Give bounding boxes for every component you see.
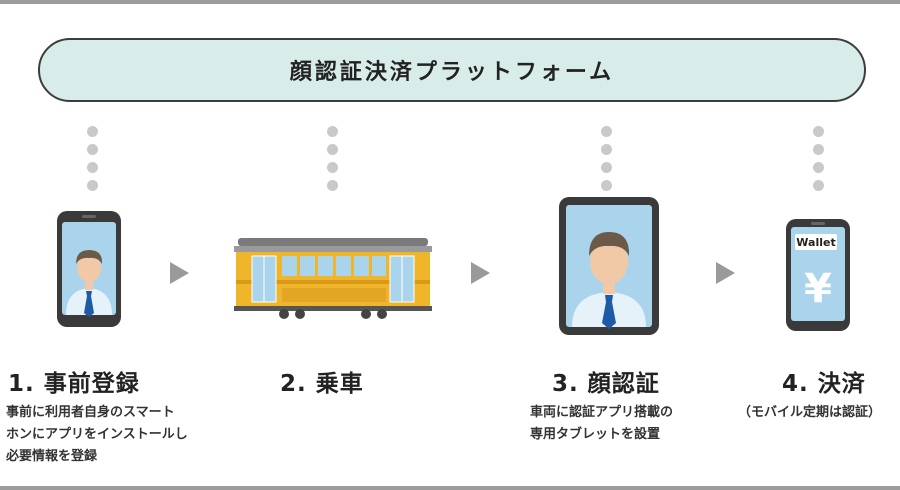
- yen-symbol: ¥: [804, 266, 832, 312]
- step-1-desc: 事前に利用者自身のスマート ホンにアプリをインストールし 必要情報を登録: [6, 402, 188, 468]
- connector-dots-1: [85, 126, 99, 198]
- step-1-title: 1. 事前登録: [8, 371, 140, 397]
- step-2-title: 2. 乗車: [280, 371, 364, 397]
- arrow-2-icon: [471, 262, 490, 284]
- wallet-label: Wallet: [796, 236, 835, 249]
- step-3-desc-line: 専用タブレットを設置: [530, 427, 661, 442]
- platform-label: 顔認証決済プラットフォーム: [289, 60, 615, 85]
- bottom-border: [0, 486, 900, 490]
- step-1-desc-line: ホンにアプリをインストールし: [6, 427, 188, 442]
- connector-dots-4: [811, 126, 825, 198]
- tablet-person-icon: [559, 197, 659, 335]
- step-4-desc: （モバイル定期は認証）: [738, 402, 881, 424]
- step-4-desc-line: （モバイル定期は認証）: [738, 405, 882, 420]
- step-1-desc-line: 必要情報を登録: [6, 449, 98, 464]
- connector-dots-3: [599, 126, 613, 198]
- arrow-1-icon: [170, 262, 189, 284]
- step-3-title: 3. 顔認証: [552, 371, 660, 397]
- smartphone-person-icon: [57, 211, 121, 327]
- arrow-3-icon: [716, 262, 735, 284]
- step-4-title: 4. 決済: [782, 371, 866, 397]
- step-3-desc: 車両に認証アプリ搭載の 専用タブレットを設置: [530, 402, 673, 446]
- tram-icon: [234, 238, 432, 319]
- top-border: [0, 0, 900, 4]
- step-1-desc-line: 事前に利用者自身のスマート: [6, 405, 175, 420]
- connector-dots-2: [325, 126, 339, 198]
- wallet-phone-icon: Wallet ¥: [786, 219, 850, 331]
- step-3-desc-line: 車両に認証アプリ搭載の: [530, 405, 674, 420]
- platform-banner: 顔認証決済プラットフォーム: [38, 38, 866, 102]
